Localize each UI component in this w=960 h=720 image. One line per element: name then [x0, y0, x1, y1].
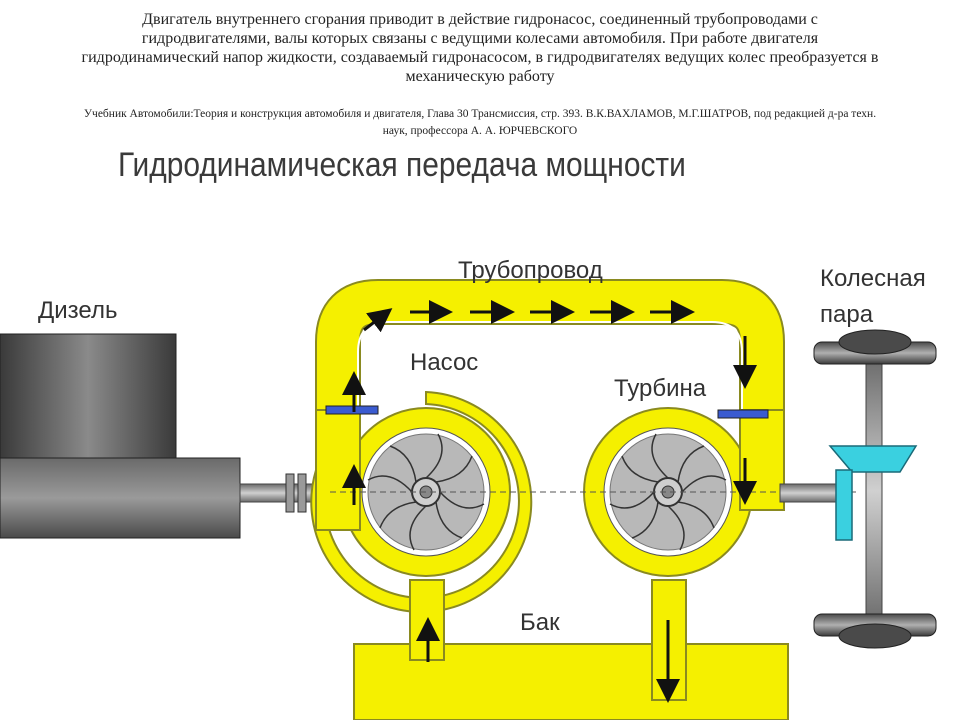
- diesel-engine: [0, 333, 241, 539]
- flow-arrows: [342, 300, 757, 703]
- pipeline-label: Трубопровод: [458, 257, 603, 284]
- turbine-impeller: [609, 433, 727, 551]
- wheelset: [813, 329, 937, 649]
- pipeline: [315, 279, 785, 530]
- description-line: гидродвигателями, валы которых связаны с…: [141, 30, 819, 47]
- wheelset-label-line2: пара: [820, 301, 874, 328]
- pinion-gear: [835, 469, 853, 541]
- turbine-label: Турбина: [614, 375, 707, 402]
- pipeline-turbine-inlet: [739, 409, 785, 511]
- wheelset-label-line1: Колесная: [820, 265, 926, 292]
- tank-label: Бак: [520, 609, 560, 636]
- pump-label: Насос: [410, 349, 478, 376]
- description-text: Двигатель внутреннего сгорания приводит …: [8, 10, 952, 86]
- diagram-title: Гидродинамическая передача мощности: [118, 146, 686, 184]
- source-line: наук, профессора А. А. ЮРЧЕВСКОГО: [382, 125, 578, 137]
- description-line: Двигатель внутреннего сгорания приводит …: [142, 11, 818, 28]
- bevel-gear: [828, 445, 918, 473]
- tank: [353, 579, 789, 720]
- turbine-flange: [717, 409, 769, 419]
- diesel-label: Дизель: [38, 297, 117, 324]
- description-line: механическую работу: [405, 68, 555, 85]
- pump-flange: [325, 405, 379, 415]
- source-citation: Учебник Автомобили:Теория и конструкция …: [10, 106, 950, 140]
- output-shaft: [779, 483, 841, 503]
- source-line: Учебник Автомобили:Теория и конструкция …: [83, 108, 877, 120]
- description-line: гидродинамический напор жидкости, создав…: [81, 49, 879, 66]
